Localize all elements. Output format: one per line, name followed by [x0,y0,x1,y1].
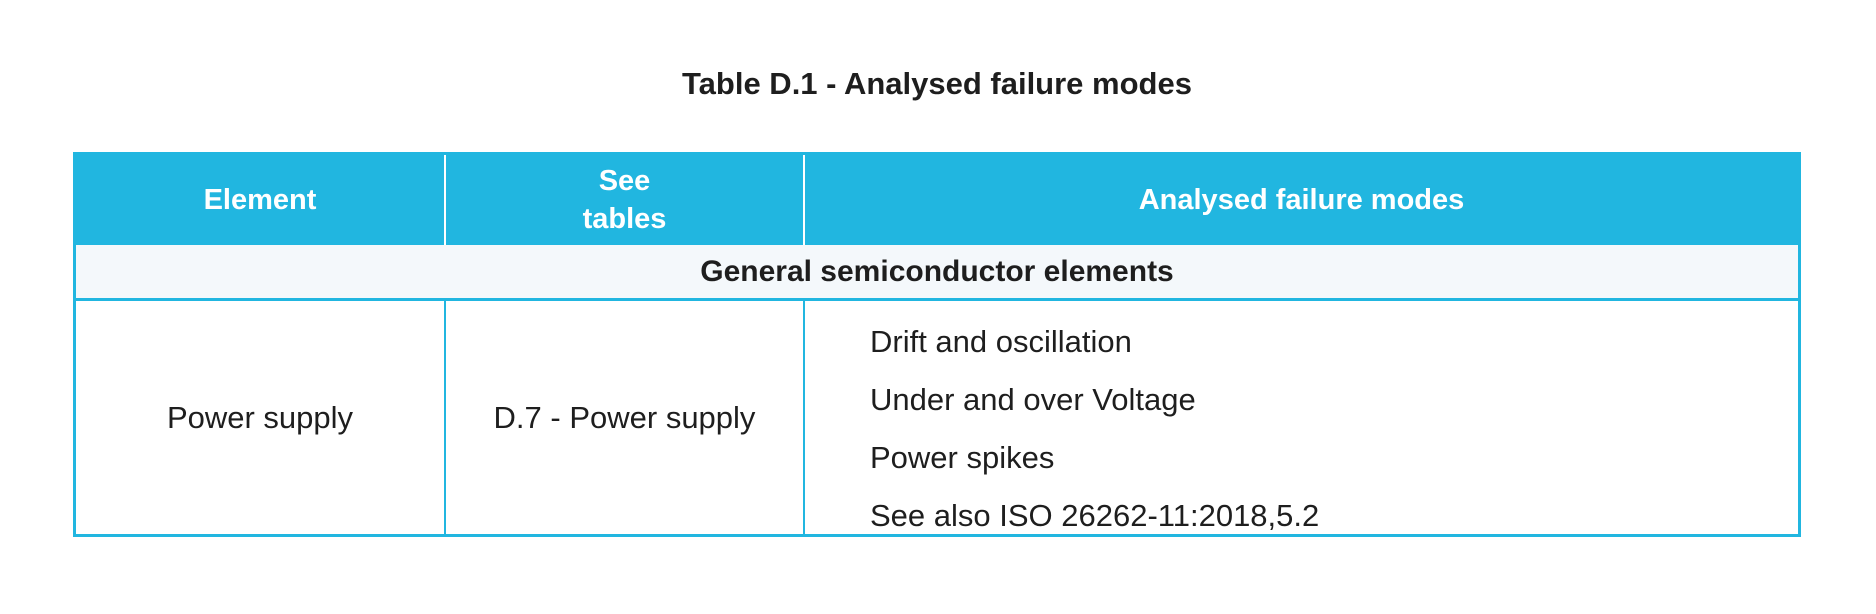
failure-mode-item: Power spikes [870,440,1055,475]
table-title: Table D.1 - Analysed failure modes [682,66,1192,101]
section-header-row: General semiconductor elements [76,245,1798,301]
column-header-element: Element [203,184,317,216]
cell-failure-modes: Drift and oscillation Under and over Vol… [803,301,1798,534]
failure-mode-item: Under and over Voltage [870,382,1196,417]
cell-see-tables: D.7 - Power supply [444,301,803,534]
analysed-failure-modes-table: Element See tables Analysed failure mode… [73,152,1801,537]
table-header-row: Element See tables Analysed failure mode… [76,155,1798,245]
column-header-see-tables: See tables [444,155,803,245]
table-row: Power supply D.7 - Power supply Drift an… [76,301,1798,534]
failure-mode-item: Drift and oscillation [870,324,1132,359]
column-header-analysed-failure-modes: Analysed failure modes [803,155,1798,245]
cell-element: Power supply [166,399,354,435]
failure-mode-item: See also ISO 26262-11:2018,5.2 [870,498,1320,533]
